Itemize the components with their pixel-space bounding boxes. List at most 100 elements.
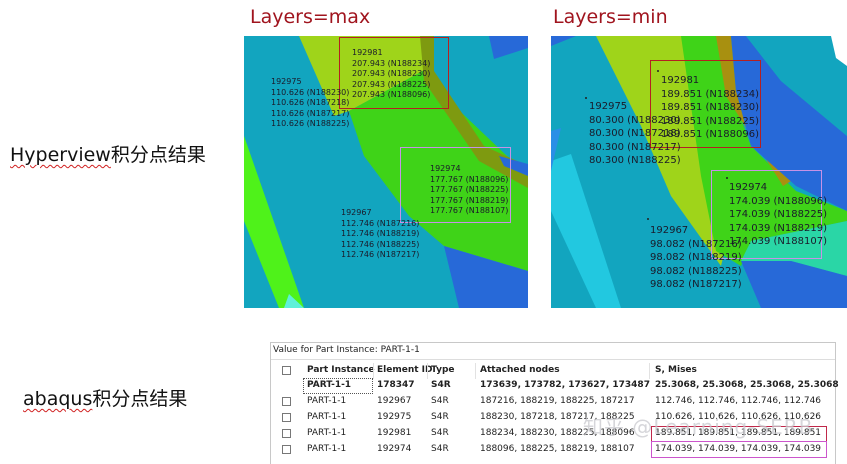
value-line: 80.300 (N187218) xyxy=(589,128,681,139)
cell-part: PART-1-1 xyxy=(307,412,347,422)
cell-mises: 25.3068, 25.3068, 25.3068, 25.3068 xyxy=(655,380,839,390)
annotation-192981: 192981 189.851 (N188234) 189.851 (N188230)… xyxy=(661,74,759,142)
cell-element: 192981 xyxy=(377,428,412,438)
element-id: 192981 xyxy=(661,75,700,86)
value-line: 112.746 (N188219) xyxy=(341,229,420,239)
row-checkbox[interactable] xyxy=(282,413,291,422)
value-line: 174.039 (N188107) xyxy=(729,236,827,247)
integration-point-marker xyxy=(657,70,659,72)
value-line: 177.767 (N188096) xyxy=(430,174,509,184)
integration-point-marker xyxy=(647,218,649,220)
value-line: 112.746 (N188225) xyxy=(341,239,420,249)
value-line: 110.626 (N188225) xyxy=(271,119,350,129)
hyperview-label: Hyperview积分点结果 xyxy=(10,140,206,167)
column-divider[interactable] xyxy=(427,363,428,379)
cell-nodes: 188234, 188230, 188225, 188096 xyxy=(480,428,635,438)
col-s-mises[interactable]: S, Mises xyxy=(655,365,697,375)
highlight-box-192974 xyxy=(711,170,822,259)
hyperview-label-zh: 积分点结果 xyxy=(110,144,206,166)
value-line: 177.767 (N188225) xyxy=(430,185,509,195)
value-line: 98.082 (N187217) xyxy=(650,279,742,290)
value-line: 174.039 (N188225) xyxy=(729,209,827,220)
col-part-instance[interactable]: Part Instance xyxy=(307,365,375,375)
highlight-box-192974 xyxy=(400,147,511,223)
value-line: 112.746 (N187217) xyxy=(341,250,420,260)
highlight-box-192981 xyxy=(339,37,449,109)
col-type[interactable]: Type xyxy=(431,365,455,375)
value-line: 80.300 (N188225) xyxy=(589,155,681,166)
cell-mises: 189.851, 189.851, 189.851, 189.851 xyxy=(655,428,822,438)
cell-nodes: 188230, 187218, 187217, 188225 xyxy=(480,412,635,422)
select-all-checkbox[interactable] xyxy=(282,366,291,375)
value-line: 177.767 (N188107) xyxy=(430,206,509,216)
cell-type: S4R xyxy=(431,444,449,454)
value-line: 207.943 (N188230) xyxy=(352,69,431,79)
highlight-box-row-192974 xyxy=(651,441,827,458)
value-line: 207.943 (N188234) xyxy=(352,58,431,68)
value-line: 207.943 (N188225) xyxy=(352,79,431,89)
hyperview-label-en: Hyperview xyxy=(10,144,111,166)
row-checkbox[interactable] xyxy=(282,445,291,454)
row-checkbox[interactable] xyxy=(282,429,291,438)
value-line: 110.626 (N187218) xyxy=(271,98,350,108)
row-checkbox[interactable] xyxy=(282,397,291,406)
cell-nodes: 188096, 188225, 188219, 188107 xyxy=(480,444,635,454)
cell-element: 178347 xyxy=(377,380,415,390)
column-divider[interactable] xyxy=(475,363,476,379)
element-id: 192974 xyxy=(430,164,461,173)
element-id: 192974 xyxy=(729,182,768,193)
cell-type: S4R xyxy=(431,380,451,390)
value-line: 189.851 (N188234) xyxy=(661,88,759,100)
value-line: 189.851 (N188225) xyxy=(661,115,759,127)
value-line: 80.300 (N188230) xyxy=(589,114,681,126)
contour-plot-min: 192975 80.300 (N188230) 80.300 (N187218) 80… xyxy=(551,36,847,308)
element-id: 192967 xyxy=(341,208,372,217)
cell-nodes: 187216, 188219, 188225, 187217 xyxy=(480,396,635,406)
element-id: 192967 xyxy=(650,225,689,236)
cell-mises: 112.746, 112.746, 112.746, 112.746 xyxy=(655,396,822,406)
integration-point-marker xyxy=(585,97,587,99)
value-line: 189.851 (N188230) xyxy=(661,102,759,113)
watermark: 知乎 @Learning-SERB xyxy=(583,415,814,439)
value-line: 174.039 (N188219) xyxy=(729,222,827,234)
value-line: 98.082 (N188219) xyxy=(650,252,742,263)
cell-type: S4R xyxy=(431,396,449,406)
cell-type: S4R xyxy=(431,428,449,438)
cell-element: 192967 xyxy=(377,396,412,406)
column-divider[interactable] xyxy=(373,363,374,379)
value-line: 112.746 (N187216) xyxy=(341,218,420,228)
focus-cell xyxy=(303,378,373,394)
col-element-id[interactable]: Element ID xyxy=(377,365,433,375)
value-line: 110.626 (N187217) xyxy=(271,108,350,118)
col-attached-nodes[interactable]: Attached nodes xyxy=(480,365,560,375)
contour-shapes-max xyxy=(244,36,528,308)
contour-shapes-min xyxy=(551,36,847,308)
cell-element: 192975 xyxy=(377,412,412,422)
abaqus-label-en: abaqus xyxy=(23,388,93,410)
layers-max-title: Layers=max xyxy=(250,6,371,28)
cell-nodes: 173639, 173782, 173627, 173487 xyxy=(480,380,650,390)
cell-part: PART-1-1 xyxy=(307,380,352,390)
element-id: 192975 xyxy=(589,101,628,112)
abaqus-label-zh: 积分点结果 xyxy=(92,388,188,410)
element-id: 192975 xyxy=(271,77,302,86)
column-divider[interactable] xyxy=(649,363,650,379)
value-line: 177.767 (N188219) xyxy=(430,195,509,205)
value-line: 189.851 (N188096) xyxy=(661,129,759,140)
value-line: 207.943 (N188096) xyxy=(352,90,431,100)
header-divider xyxy=(271,359,835,360)
cell-part: PART-1-1 xyxy=(307,396,347,406)
value-line: 98.082 (N187216) xyxy=(650,238,742,250)
highlight-box-192981 xyxy=(650,60,761,148)
annotation-192967: 192967 98.082 (N187216) 98.082 (N188219) 98… xyxy=(650,224,742,292)
value-line: 80.300 (N187217) xyxy=(589,141,681,153)
layers-min-title: Layers=min xyxy=(553,6,668,28)
abaqus-query-dialog: Value for Part Instance: PART-1-1 Part I… xyxy=(270,342,839,464)
integration-point-marker xyxy=(726,177,728,179)
element-id: 192981 xyxy=(352,48,383,57)
cell-mises: 110.626, 110.626, 110.626, 110.626 xyxy=(655,412,822,422)
